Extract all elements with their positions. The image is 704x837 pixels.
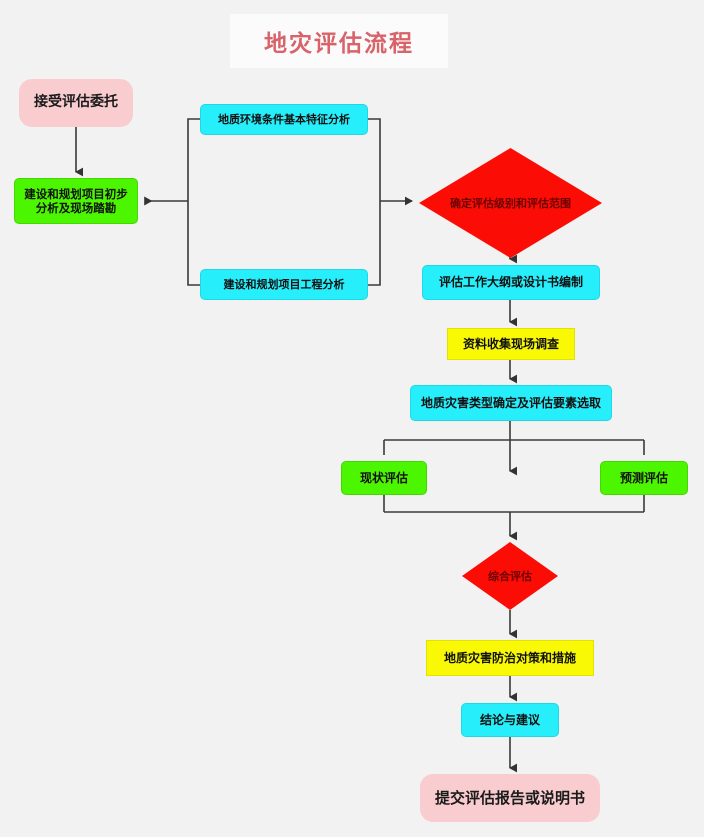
node-hazard-types-factors[interactable]: 地质灾害类型确定及评估要素选取 <box>410 385 612 421</box>
node-label: 资料收集现场调查 <box>462 336 559 351</box>
node-label: 地质灾害类型确定及评估要素选取 <box>420 395 601 410</box>
node-current-evaluation[interactable]: 现状评估 <box>341 461 427 495</box>
node-forecast-evaluation[interactable]: 预测评估 <box>600 461 688 495</box>
node-prevention-measures[interactable]: 地质灾害防治对策和措施 <box>426 640 594 676</box>
node-label: 地质灾害防治对策和措施 <box>443 650 576 665</box>
node-label: 综合评估 <box>488 570 532 583</box>
node-label: 预测评估 <box>619 470 668 485</box>
node-overall-evaluation[interactable]: 综合评估 <box>462 542 558 610</box>
node-label: 接受评估委托 <box>34 94 118 111</box>
node-conclusion-recommendations[interactable]: 结论与建议 <box>461 703 559 737</box>
node-label: 确定评估级别和评估范围 <box>450 197 571 210</box>
node-label: 地质环境条件基本特征分析 <box>218 112 350 126</box>
node-data-collection-survey[interactable]: 资料收集现场调查 <box>447 328 575 360</box>
node-label: 提交评估报告或说明书 <box>434 788 585 807</box>
page-title: 地灾评估流程 <box>264 30 414 57</box>
node-accept-commission[interactable]: 接受评估委托 <box>19 79 133 127</box>
chart-title-box: 地灾评估流程 <box>230 14 448 68</box>
node-work-outline[interactable]: 评估工作大纲或设计书编制 <box>422 265 600 300</box>
node-label: 评估工作大纲或设计书编制 <box>438 275 583 289</box>
node-project-engineering-analysis[interactable]: 建设和规划项目工程分析 <box>200 269 368 300</box>
node-geological-environment[interactable]: 地质环境条件基本特征分析 <box>200 104 368 135</box>
node-label: 建设和规划项目工程分析 <box>223 277 345 291</box>
node-preliminary-analysis[interactable]: 建设和规划项目初步分析及现场踏勘 <box>14 178 138 224</box>
node-label: 现状评估 <box>359 470 408 485</box>
node-label: 建设和规划项目初步分析及现场踏勘 <box>24 186 128 215</box>
node-determine-level-scope[interactable]: 确定评估级别和评估范围 <box>419 148 602 258</box>
node-label: 结论与建议 <box>479 712 540 727</box>
node-submit-report[interactable]: 提交评估报告或说明书 <box>420 774 600 822</box>
